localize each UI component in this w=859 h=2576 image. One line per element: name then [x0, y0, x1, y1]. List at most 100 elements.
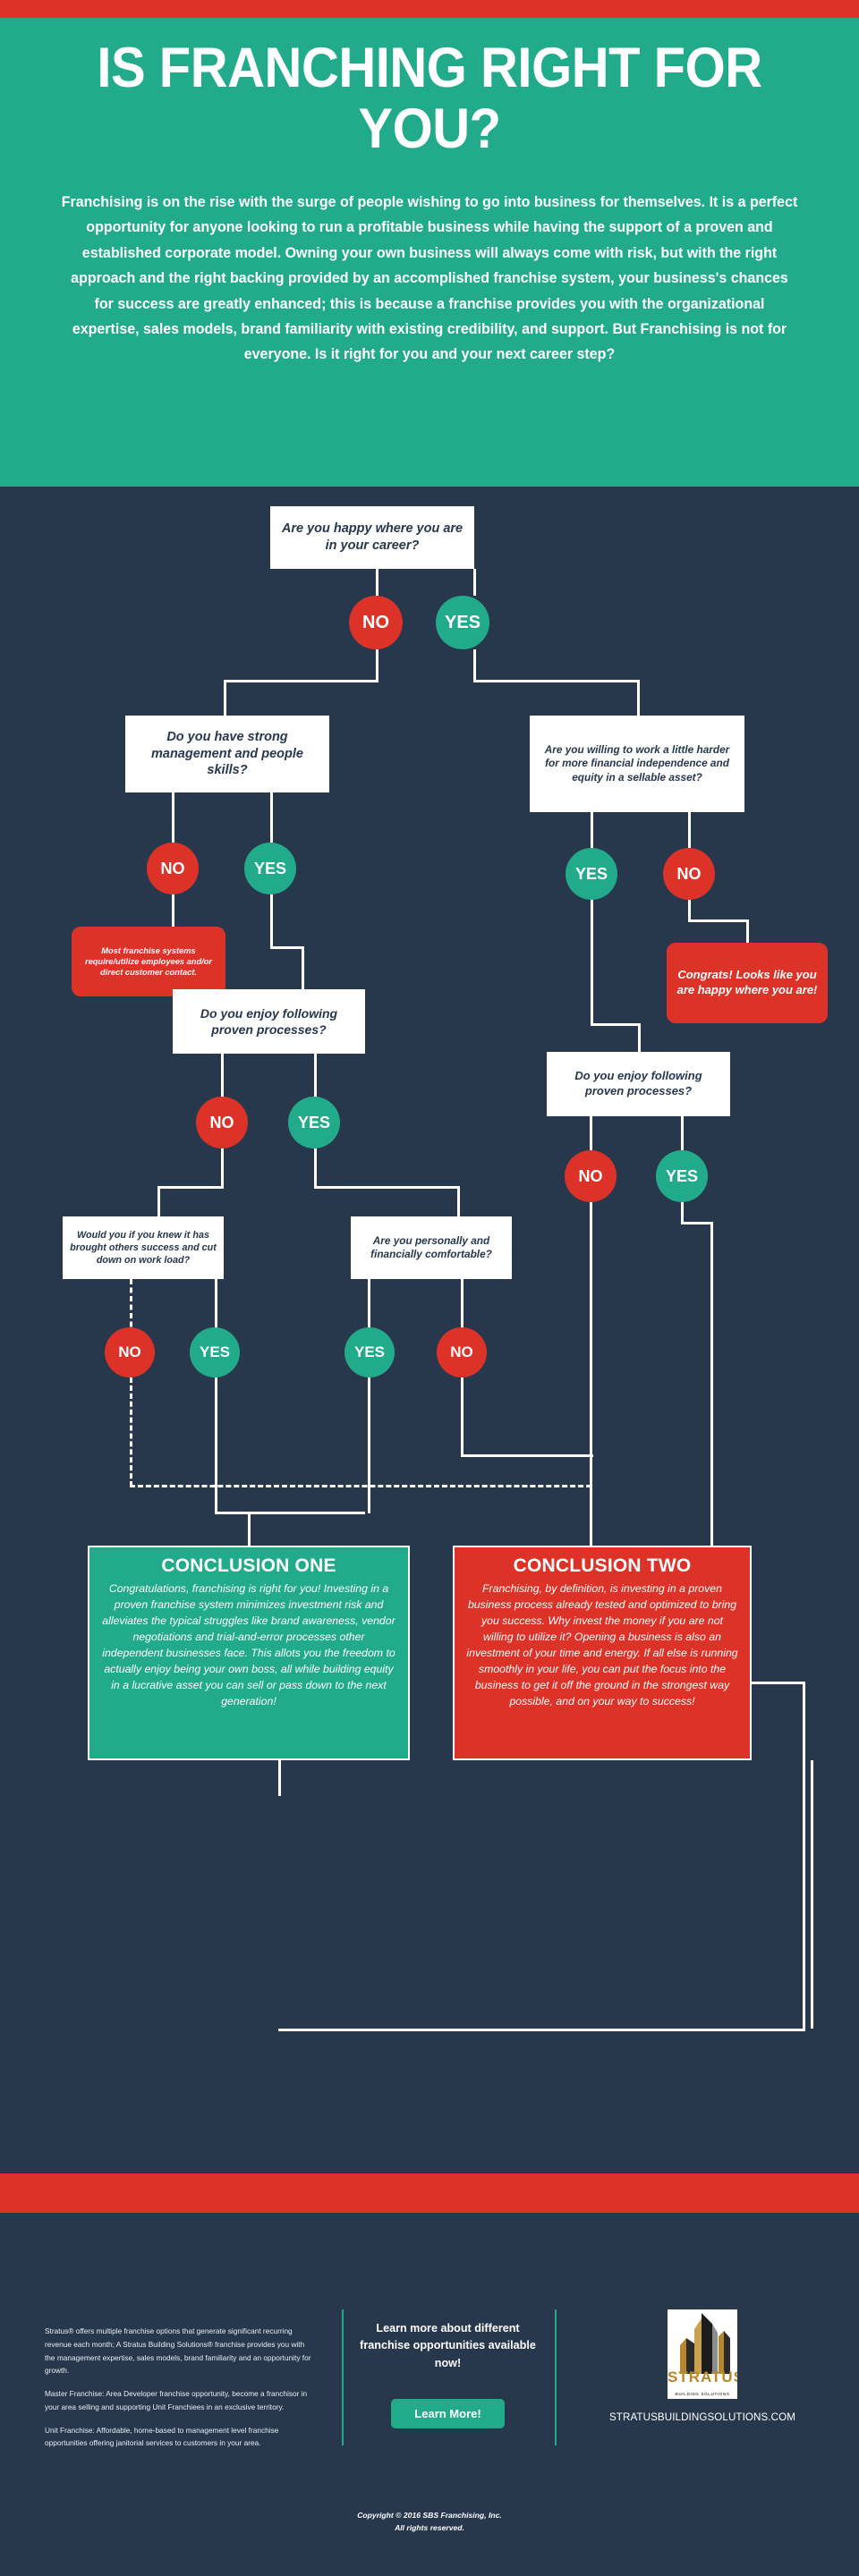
connector-q3ryes-down1	[681, 1202, 684, 1224]
connector-q2ryes-across	[591, 1023, 641, 1026]
conclusion-two-title: CONCLUSION TWO	[513, 1555, 692, 1576]
answer-no-q3-right[interactable]: NO	[565, 1150, 617, 1202]
connector-q4lno-down-dashed	[130, 1377, 132, 1487]
connector-q4rno-down	[461, 1377, 464, 1456]
connector-q1yes-down	[473, 649, 476, 682]
bottom-accent-bar	[0, 2174, 859, 2213]
footer-company-text: Stratus® offers multiple franchise optio…	[45, 2325, 313, 2460]
connector-q1no-down	[376, 649, 378, 682]
conclusion-one-body: Congratulations, franchising is right fo…	[102, 1582, 395, 1708]
answer-no-q3-left[interactable]: NO	[196, 1097, 248, 1148]
question-box-management-skills: Do you have strong management and people…	[125, 716, 329, 792]
connector-q2lyes-across	[270, 946, 304, 949]
footer-cta-block: Learn more about different franchise opp…	[356, 2320, 540, 2429]
connector-q2lyes-down	[270, 894, 273, 948]
connector-q2lyes-into-q3l	[302, 946, 304, 989]
connector-q3ryes-across2	[710, 1682, 805, 1684]
answer-no-q4-left[interactable]: NO	[105, 1327, 155, 1377]
connector-q3l-no	[221, 1054, 224, 1109]
connector-q2l-yes	[270, 792, 273, 843]
connector-q3rno-to-concl2	[590, 1202, 592, 1739]
answer-yes-q3-right[interactable]: YES	[656, 1150, 708, 1202]
answer-yes-q4-right[interactable]: YES	[344, 1327, 395, 1377]
skyline-graphic-icon	[668, 2309, 737, 2399]
logo-wordmark: STRATUS	[668, 2368, 737, 2385]
footer-paragraph-1: Stratus® offers multiple franchise optio…	[45, 2326, 311, 2376]
connector-q2lno-to-note	[172, 894, 174, 927]
question-box-proven-processes-left: Do you enjoy following proven processes?	[173, 989, 365, 1054]
copyright-line-1: Copyright © 2016 SBS Franchising, Inc.	[357, 2511, 502, 2520]
connector-concl2-bottom-stub	[811, 1760, 813, 2029]
connector-q3r-no	[590, 1116, 592, 1177]
connector-q1no-into-q2l	[224, 680, 226, 716]
connector-q3lyes-across	[314, 1186, 460, 1189]
footer-divider-left	[342, 2309, 344, 2445]
connector-q4ryes-down	[368, 1377, 370, 1513]
connector-q2rno-across	[688, 919, 749, 922]
connector-q4l-yes	[215, 1279, 217, 1352]
hero-section: IS FRANCHING RIGHT FOR YOU? Franchising …	[0, 18, 859, 487]
footer-brand-block: STRATUS BUILDING SOLUTIONS STRATUSBUILDI…	[591, 2309, 814, 2423]
footer-divider-right	[555, 2309, 557, 2445]
hero-intro-paragraph: Franchising is on the rise with the surg…	[61, 194, 798, 363]
top-accent-bar	[0, 0, 859, 18]
answer-no-q2-left[interactable]: NO	[147, 843, 199, 894]
answer-yes-q2-left[interactable]: YES	[244, 843, 296, 894]
answer-yes-q4-left[interactable]: YES	[190, 1327, 240, 1377]
conclusion-one-card: CONCLUSION ONE Congratulations, franchis…	[88, 1546, 410, 1760]
answer-no-q4-right[interactable]: NO	[437, 1327, 487, 1377]
answer-no-q1[interactable]: NO	[349, 596, 403, 649]
connector-q2rno-into-note	[746, 919, 749, 943]
connector-q3r-yes	[681, 1116, 684, 1177]
learn-more-button[interactable]: Learn More!	[391, 2399, 505, 2429]
connector-q3lno-down	[221, 1148, 224, 1188]
connector-q1yes-into-q2r	[637, 680, 640, 716]
page-title: IS FRANCHING RIGHT FOR YOU?	[97, 37, 762, 161]
answer-no-q2-right[interactable]: NO	[663, 848, 715, 900]
question-box-career-happy: Are you happy where you are in your care…	[270, 506, 474, 569]
logo-tagline: BUILDING SOLUTIONS	[675, 2392, 730, 2396]
connector-q3lyes-into-q4r	[457, 1186, 460, 1216]
question-box-personally-financially-comfortable: Are you personally and financially comfo…	[351, 1216, 512, 1279]
footer-section: Stratus® offers multiple franchise optio…	[0, 2213, 859, 2576]
question-box-would-you-if-knew: Would you if you knew it has brought oth…	[63, 1216, 224, 1279]
conclusion-two-card: CONCLUSION TWO Franchising, by definitio…	[453, 1546, 752, 1760]
answer-yes-q2-right[interactable]: YES	[566, 848, 617, 900]
note-congrats-happy: Congrats! Looks like you are happy where…	[667, 943, 828, 1023]
connector-merge-concl1	[215, 1512, 365, 1514]
note-franchise-requires-employees: Most franchise systems require/utilize e…	[72, 927, 225, 996]
connector-q3l-yes	[314, 1054, 317, 1109]
question-box-proven-processes-right: Do you enjoy following proven processes?	[547, 1052, 730, 1116]
connector-q4r-no	[461, 1279, 464, 1352]
answer-yes-q3-left[interactable]: YES	[288, 1097, 340, 1148]
connector-q3lno-into-q4l	[157, 1186, 160, 1216]
connector-q1-yes	[473, 569, 476, 596]
connector-q2ryes-into-q3r	[638, 1023, 641, 1052]
connector-q4r-yes	[368, 1279, 370, 1352]
footer-paragraph-3: Unit Franchise: Affordable, home-based t…	[45, 2425, 279, 2448]
connector-q4rno-across	[461, 1454, 593, 1457]
connector-q3ryes-down2	[710, 1222, 713, 1683]
footer-cta-headline: Learn more about different franchise opp…	[360, 2322, 536, 2369]
connector-q3ryes-down3	[803, 1682, 805, 2030]
connector-q3ryes-into-bottom	[591, 2029, 805, 2031]
connector-into-concl1	[248, 1512, 251, 1546]
stratus-logo-icon: STRATUS BUILDING SOLUTIONS	[668, 2309, 737, 2399]
answer-yes-q1[interactable]: YES	[436, 596, 489, 649]
connector-q2r-no	[688, 812, 691, 848]
connector-q3lyes-down	[314, 1148, 317, 1188]
connector-q1no-across	[224, 680, 378, 682]
question-box-work-harder: Are you willing to work a little harder …	[530, 716, 744, 812]
connector-concl1-bottom-stub	[278, 1760, 281, 1796]
connector-q2rno-down	[688, 900, 691, 921]
connector-q1yes-across	[473, 680, 640, 682]
connector-q3lno-across	[157, 1186, 224, 1189]
footer-website-url: STRATUSBUILDINGSOLUTIONS.COM	[608, 2411, 796, 2423]
connector-q4lyes-down	[215, 1377, 217, 1513]
conclusion-two-body: Franchising, by definition, is investing…	[466, 1582, 738, 1708]
connector-q1-no	[376, 569, 378, 596]
connector-bottom-merge	[278, 2029, 593, 2031]
conclusion-one-title: CONCLUSION ONE	[161, 1555, 336, 1576]
connector-q4lno-across-dashed	[130, 1485, 591, 1487]
